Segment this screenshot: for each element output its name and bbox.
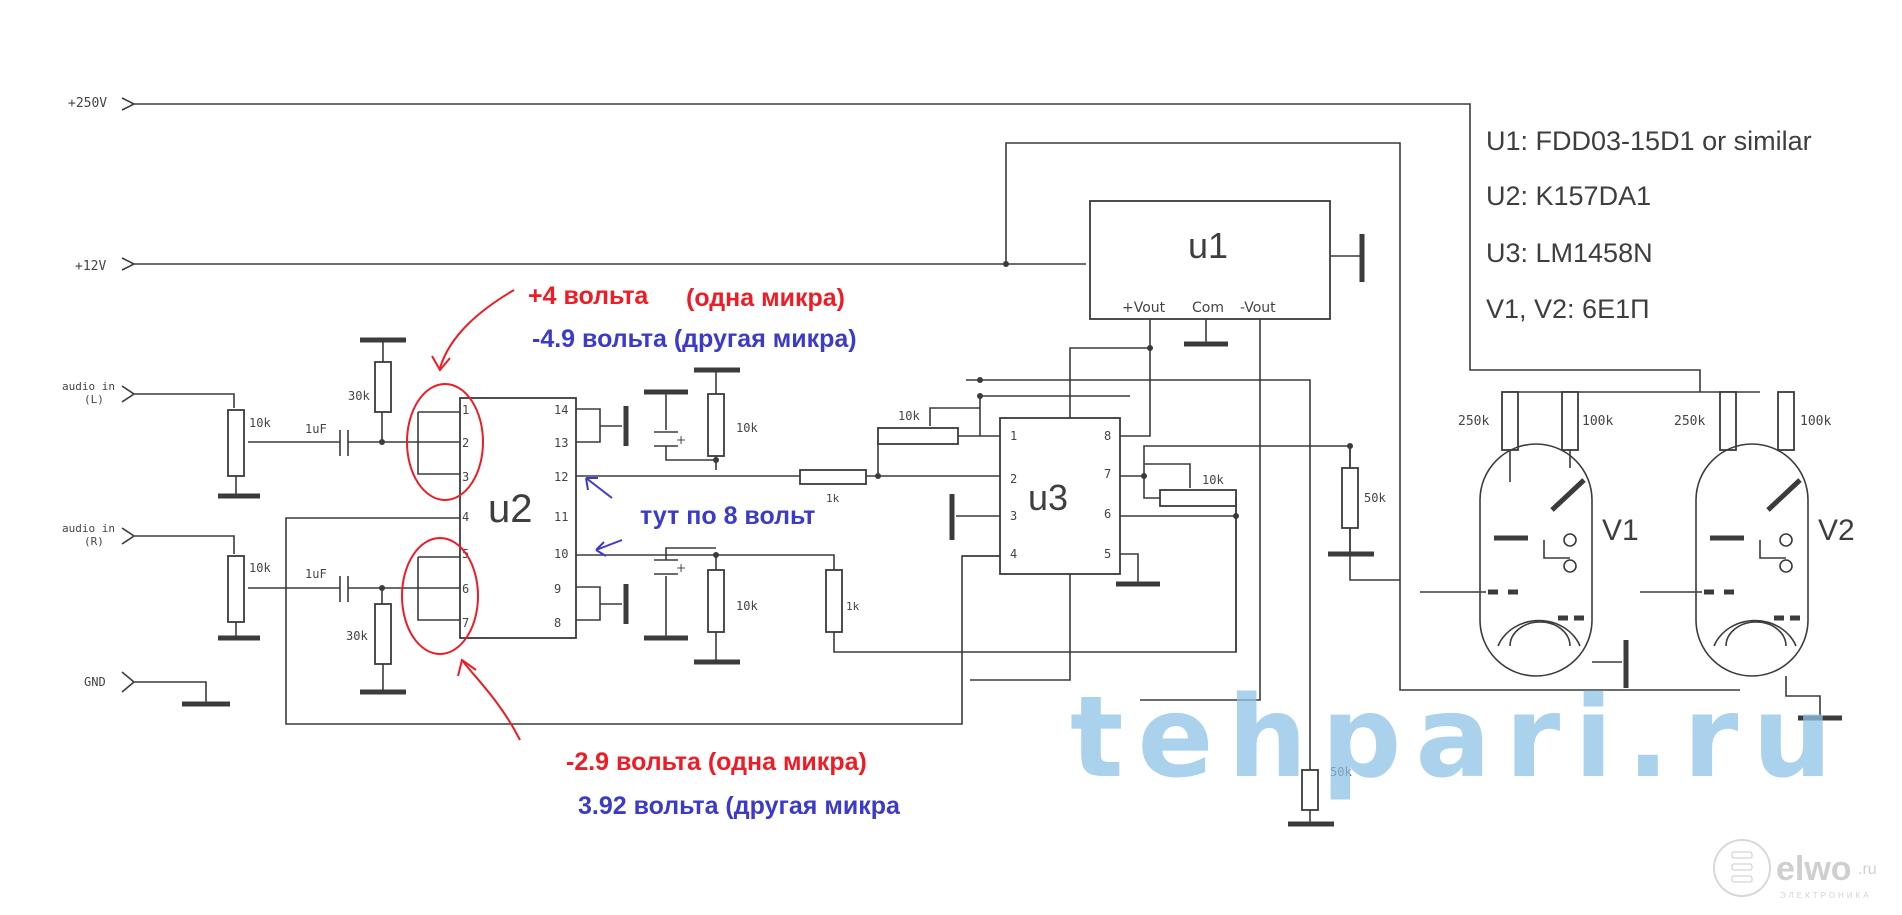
u3-pin-7: 7 (1104, 467, 1111, 481)
elwo-logo-text: elwo (1776, 850, 1852, 888)
audio-in-left-channel: (L) (84, 393, 104, 406)
tube-v1: 250k 100k V1 (1420, 391, 1760, 688)
u2-pin-4: 4 (462, 510, 469, 524)
pot-left-value: 10k (249, 416, 271, 430)
elwo-logo-sub: ЭЛЕКТРОНИКА (1780, 891, 1872, 900)
u3-label: u3 (1028, 477, 1068, 518)
v2-r250k-value: 250k (1674, 414, 1705, 429)
u1-pin-plus-vout: +Vout (1122, 300, 1166, 316)
r30k-right-value: 30k (346, 629, 368, 643)
r30k-left-value: 30k (348, 389, 370, 403)
u3-pin-2: 2 (1010, 472, 1017, 486)
r10k-top-value: 10k (736, 421, 758, 435)
elwo-logo-ru: .ru (1858, 861, 1877, 878)
u3-pin-3: 3 (1010, 509, 1017, 523)
u2-pin-3: 3 (462, 470, 469, 484)
r50k-bottom-value: 50k (1330, 765, 1352, 779)
u1-pin-com: Com (1192, 300, 1224, 316)
v2-r100k-value: 100k (1800, 414, 1831, 429)
audio-input-left: audio in (L) 10k 1uF 30k (62, 337, 462, 499)
u2-pin-12: 12 (554, 470, 568, 484)
v1-label: V1 (1602, 514, 1639, 547)
tehpari-watermark: tehpari.ru (1070, 673, 1846, 803)
rail-250v-label: +250V (68, 96, 107, 111)
u3-pin-8: 8 (1104, 429, 1111, 443)
u2-chip: u2 1 2 3 4 5 6 7 14 13 12 11 10 9 8 (285, 397, 1000, 725)
audio-in-right-channel: (R) (84, 535, 104, 548)
u3-pin-6: 6 (1104, 507, 1111, 521)
u2-pin-8: 8 (554, 616, 561, 630)
u2-pin-2: 2 (462, 436, 469, 450)
annotation-bottom-blue: 3.92 вольта (другая микра (578, 792, 901, 820)
u1-label: u1 (1188, 225, 1228, 266)
legend-line-2: U2: K157DA1 (1486, 181, 1651, 211)
tube-v2: 250k 100k V2 (1640, 391, 1855, 721)
v1-r250k-value: 250k (1458, 414, 1489, 429)
elwo-logo: elwo .ru ЭЛЕКТРОНИКА (1713, 839, 1877, 900)
decoupling-top: + 10k (644, 367, 758, 470)
legend-line-4: V1, V2: 6E1П (1486, 294, 1650, 324)
u2-pin-11: 11 (554, 510, 568, 524)
u2-pin-13: 13 (554, 436, 568, 450)
r10k-bottom-value: 10k (736, 599, 758, 613)
cap-right-value: 1uF (305, 567, 327, 581)
annotation-middle-blue: тут по 8 вольт (640, 502, 815, 530)
u2-label: u2 (488, 487, 533, 531)
audio-input-right: audio in (R) 10k 1uF 30k (62, 522, 462, 695)
u2-pin-9: 9 (554, 582, 561, 596)
gnd-label: GND (84, 675, 106, 689)
u3-pin-1: 1 (1010, 429, 1017, 443)
rail-250v: +250V (68, 96, 1701, 392)
annotation-top-red: +4 вольта (528, 282, 649, 310)
cap-left-value: 1uF (305, 422, 327, 436)
u2-pin-6: 6 (462, 582, 469, 596)
decoupling-bottom: + 10k (644, 547, 758, 665)
r10k-feedback-value: 10k (898, 409, 920, 423)
u3-pin-4: 4 (1010, 547, 1017, 561)
u3-opamp: u3 1 2 3 4 8 7 6 5 10k (949, 348, 1400, 652)
u2-pin-1: 1 (462, 403, 469, 417)
bias-network: 50k 50k (966, 377, 1386, 827)
u2-pin-7: 7 (462, 616, 469, 630)
r1k-bottom-value: 1k (846, 600, 860, 613)
v2-label: V2 (1818, 514, 1855, 547)
r10k-offset-value: 10k (1202, 473, 1224, 487)
rail-12v-label: +12V (75, 259, 106, 274)
u2-pin-14: 14 (554, 403, 568, 417)
r50k-top-value: 50k (1364, 491, 1386, 505)
u2-pin-10: 10 (554, 547, 568, 561)
r1k-top-value: 1k (826, 492, 840, 505)
audio-in-right-label: audio in (62, 522, 115, 535)
annotation-top-red-paren: (одна микра) (686, 284, 845, 312)
cap-bottom-plus: + (676, 561, 686, 575)
pot-right-value: 10k (249, 561, 271, 575)
rail-12v: +12V (75, 142, 1740, 691)
tehpari-watermark-text: tehpari.ru (1070, 673, 1846, 803)
legend-line-3: U3: LM1458N (1486, 238, 1653, 268)
v1-r100k-value: 100k (1582, 414, 1613, 429)
annotation-bottom-red: -2.9 вольта (одна микра) (566, 748, 867, 776)
annotation-top-blue: -4.9 вольта (другая микра) (532, 325, 857, 353)
u1-module: u1 +Vout Com -Vout (970, 200, 1365, 701)
annotations: +4 вольта (одна микра) -4.9 вольта (друг… (401, 282, 901, 820)
u3-pin-5: 5 (1104, 547, 1111, 561)
cap-top-plus: + (676, 433, 686, 447)
legend-line-1: U1: FDD03-15D1 or similar (1486, 126, 1812, 156)
gnd-input: GND (84, 671, 230, 707)
component-legend: U1: FDD03-15D1 or similar U2: K157DA1 U3… (1486, 126, 1812, 324)
u1-pin-minus-vout: -Vout (1240, 300, 1276, 316)
audio-in-left-label: audio in (62, 380, 115, 393)
